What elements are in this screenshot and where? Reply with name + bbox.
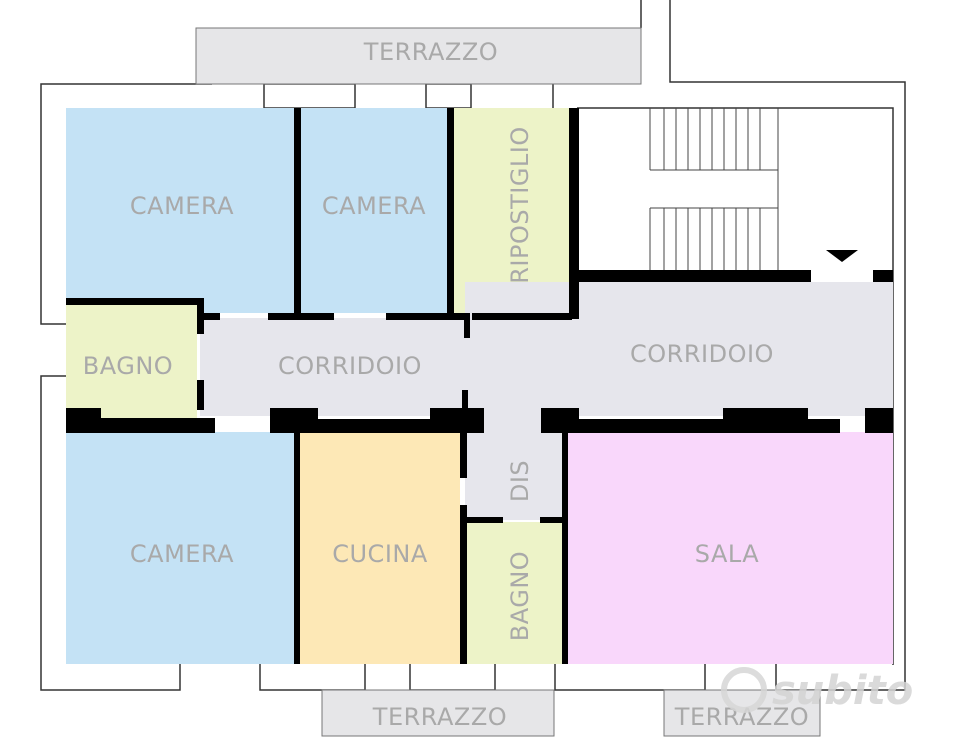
label-terrazzo-bottom-left: TERRAZZO	[372, 703, 507, 731]
room-camera-1	[66, 108, 295, 313]
label-dis: DIS	[506, 460, 534, 502]
label-corridoio-right: CORRIDOIO	[630, 340, 774, 368]
label-sala: SALA	[695, 540, 760, 568]
label-camera-2: CAMERA	[322, 192, 426, 220]
label-camera-1: CAMERA	[130, 192, 234, 220]
room-bagno-left	[66, 304, 197, 419]
label-bagno-small: BAGNO	[506, 551, 534, 641]
room-cucina	[300, 432, 460, 664]
terrazzo-bottom-left	[321, 689, 555, 737]
terrazzo-bottom-right	[663, 689, 821, 737]
label-ripostiglio: RIPOSTIGLIO	[506, 126, 534, 284]
watermark: subito	[721, 667, 913, 714]
room-bagno-small	[467, 522, 562, 664]
label-corridoio-left: CORRIDOIO	[278, 352, 422, 380]
room-camera-3	[66, 432, 294, 664]
watermark-logo-icon	[721, 667, 767, 713]
staircase	[649, 108, 779, 272]
entrance-arrow-icon	[826, 250, 858, 262]
room-corridoio	[200, 318, 465, 416]
label-cucina: CUCINA	[332, 540, 428, 568]
watermark-text: subito	[772, 668, 913, 714]
terrazzo-top	[195, 27, 642, 85]
label-terrazzo-top: TERRAZZO	[363, 38, 498, 66]
label-bagno-left: BAGNO	[83, 352, 173, 380]
room-sala	[568, 432, 893, 664]
label-camera-3: CAMERA	[130, 540, 234, 568]
room-dis	[465, 416, 563, 520]
room-corridoio-right	[465, 282, 893, 416]
walls	[66, 108, 893, 664]
room-camera-2	[301, 108, 448, 313]
room-ripostiglio	[454, 108, 570, 313]
